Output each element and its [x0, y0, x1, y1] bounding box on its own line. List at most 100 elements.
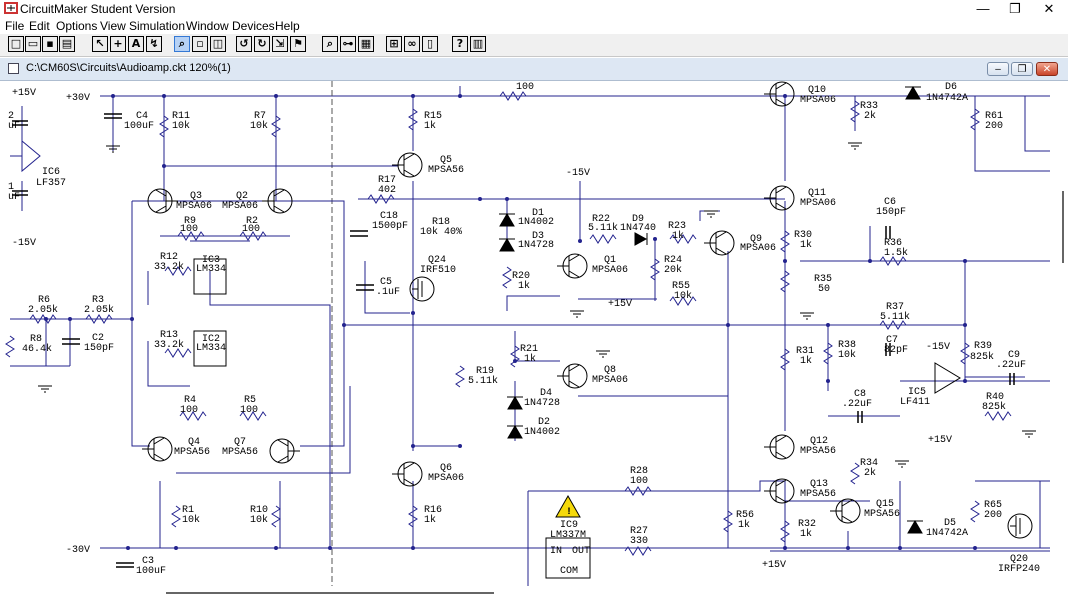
fuse-icon[interactable]: ⊶: [340, 36, 356, 52]
label-d1v: 1N4002: [518, 217, 554, 228]
label-r11v: 10k: [172, 120, 190, 132]
menu-edit[interactable]: Edit: [29, 19, 50, 33]
label-r23: R23: [668, 221, 686, 232]
menu-help[interactable]: Help: [275, 19, 300, 33]
label-q1: Q1: [604, 255, 616, 266]
text-tool-icon[interactable]: A: [128, 36, 144, 52]
menu-file[interactable]: File: [5, 19, 25, 33]
label-r65: R65: [984, 500, 1002, 511]
label-q12v: MPSA56: [800, 446, 836, 457]
horizontal-scroll-thumb[interactable]: [166, 592, 494, 594]
menu-options[interactable]: Options: [56, 19, 98, 33]
label-r24: R24: [664, 255, 682, 266]
menu-simulation[interactable]: Simulation: [129, 19, 186, 33]
label-cap1: 1: [8, 182, 14, 193]
rotate-icon[interactable]: ▫: [192, 36, 208, 52]
print-icon[interactable]: ▤: [59, 36, 75, 52]
label-r4v: 100: [180, 405, 198, 416]
title-bar: CircuitMaker Student Version — ❐ ✕: [0, 0, 1068, 18]
label-q4v: MPSA56: [174, 447, 210, 458]
binoculars-icon[interactable]: ∞: [404, 36, 420, 52]
label-r13v: 33.2k: [154, 339, 184, 351]
circuitmaker-app-icon: [4, 2, 18, 14]
schematic-drawing[interactable]: +15V 2 uF IC6 LF357 1 uF -15V +30V -30V …: [0, 81, 1068, 600]
label-q1v: MPSA06: [592, 265, 628, 276]
label-q15: Q15: [876, 499, 894, 510]
label-c9v: .22uF: [996, 360, 1026, 371]
label-r32: R32: [798, 519, 816, 530]
document-minimize-button[interactable]: –: [987, 62, 1009, 76]
label-r35: R35: [814, 274, 832, 285]
label-q4: Q4: [188, 437, 200, 448]
label-r33: R33: [860, 101, 878, 112]
label-r15v: 1k: [424, 120, 436, 132]
arrow-tool-icon[interactable]: ↖: [92, 36, 108, 52]
label-r31: R31: [796, 346, 814, 357]
label-d9v: 1N4740: [620, 223, 656, 234]
vertical-scrollbar[interactable]: [1052, 81, 1068, 591]
document-close-button[interactable]: ✕: [1036, 62, 1058, 76]
rotate-right-icon[interactable]: ↻: [254, 36, 270, 52]
maximize-window-button[interactable]: ❐: [1009, 1, 1021, 16]
label-c6v: 150pF: [876, 207, 906, 218]
label-r38v: 10k: [838, 349, 856, 361]
zoom-tool-icon[interactable]: ⌕: [174, 36, 190, 52]
label-r40v: 825k: [982, 401, 1006, 413]
label-r20v: 1k: [518, 280, 530, 292]
label-r15: R15: [424, 111, 442, 122]
label-d6v: 1N4742A: [926, 93, 968, 104]
label-r37v: 5.11k: [880, 311, 910, 323]
label-r7: R7: [254, 111, 266, 122]
new-icon[interactable]: □: [8, 36, 24, 52]
label-q10: Q10: [808, 85, 826, 96]
menu-window[interactable]: Window: [186, 19, 229, 33]
menu-devices[interactable]: Devices: [232, 19, 275, 33]
label-minus15v-l: -15V: [12, 238, 36, 249]
label-r22: R22: [592, 214, 610, 225]
open-icon[interactable]: ▭: [25, 36, 41, 52]
label-ic9: IC9: [560, 520, 578, 531]
label-d1: D1: [532, 208, 544, 219]
label-r31v: 1k: [800, 355, 812, 367]
run-icon[interactable]: ⚑: [290, 36, 306, 52]
label-r55: R55: [672, 281, 690, 292]
vertical-scroll-thumb[interactable]: [1062, 191, 1064, 263]
horizontal-scrollbar[interactable]: [0, 586, 1068, 600]
label-com: COM: [560, 566, 578, 577]
label-q15v: MPSA56: [864, 509, 900, 520]
search-icon[interactable]: ⌕: [322, 36, 338, 52]
step-icon[interactable]: ⇲: [272, 36, 288, 52]
probe-tool-icon[interactable]: ↯: [146, 36, 162, 52]
label-q9: Q9: [750, 234, 762, 245]
label-r27: R27: [630, 526, 648, 537]
label-r5v: 100: [240, 405, 258, 416]
label-q11v: MPSA06: [800, 198, 836, 209]
clipboard-icon[interactable]: ▯: [422, 36, 438, 52]
window-title: CircuitMaker Student Version: [20, 2, 176, 16]
label-r28: R28: [630, 466, 648, 477]
grid-icon[interactable]: ▦: [358, 36, 374, 52]
label-r21v: 1k: [524, 353, 536, 365]
chart-icon[interactable]: ▥: [470, 36, 486, 52]
label-minus30v: -30V: [66, 545, 90, 556]
close-window-button[interactable]: ✕: [1043, 1, 1055, 16]
mirror-icon[interactable]: ◫: [210, 36, 226, 52]
help-icon[interactable]: ?: [452, 36, 468, 52]
schematic-canvas[interactable]: +15V 2 uF IC6 LF357 1 uF -15V +30V -30V …: [0, 81, 1068, 600]
label-r27v: 330: [630, 536, 648, 547]
label-q3: Q3: [190, 191, 202, 202]
minimize-window-button[interactable]: —: [976, 1, 990, 16]
label-c3v: 100uF: [136, 566, 166, 577]
document-maximize-button[interactable]: ❐: [1011, 62, 1033, 76]
wire-tool-icon[interactable]: +: [110, 36, 126, 52]
rotate-left-icon[interactable]: ↺: [236, 36, 252, 52]
label-in: IN: [550, 546, 562, 557]
save-icon[interactable]: ▪: [42, 36, 58, 52]
label-plus15v-m: +15V: [608, 299, 632, 310]
label-q6: Q6: [440, 463, 452, 474]
label-minus15v-r: -15V: [926, 342, 950, 353]
label-d3v: 1N4728: [518, 240, 554, 251]
label-r40: R40: [986, 392, 1004, 403]
menu-view[interactable]: View: [100, 19, 126, 33]
digital-icon[interactable]: ⊞: [386, 36, 402, 52]
